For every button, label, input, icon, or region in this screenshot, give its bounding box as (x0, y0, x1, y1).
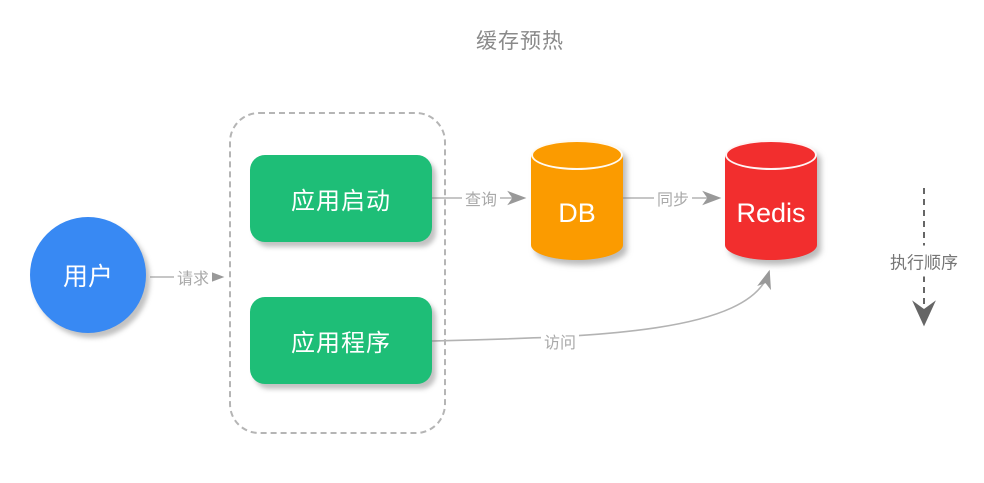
redis-cylinder-body (725, 155, 817, 260)
edge-label-query: 查询 (461, 186, 501, 210)
node-app-start-label: 应用启动 (291, 188, 391, 215)
diagram-title: 缓存预热 (476, 30, 564, 53)
redis-cylinder-top (725, 140, 817, 170)
node-db-cylinder: DB (531, 140, 623, 260)
node-redis-label: Redis (736, 197, 806, 228)
db-cylinder-top (531, 140, 623, 170)
node-db-label: DB (558, 197, 596, 228)
node-app-start: 应用启动 (250, 155, 432, 242)
edge-label-request: 请求 (173, 265, 213, 289)
node-app-program-label: 应用程序 (291, 330, 391, 357)
edge-label-access: 访问 (540, 329, 580, 353)
order-label: 执行顺序 (890, 245, 958, 277)
edge-access-curve (431, 269, 771, 342)
app-group-container (229, 112, 446, 434)
node-app-program: 应用程序 (250, 297, 432, 384)
edge-label-sync: 同步 (653, 186, 693, 210)
node-user-label: 用户 (62, 263, 113, 291)
node-user: 用户 (30, 217, 146, 333)
db-cylinder-body (531, 155, 623, 260)
node-redis-cylinder: Redis (725, 140, 817, 260)
